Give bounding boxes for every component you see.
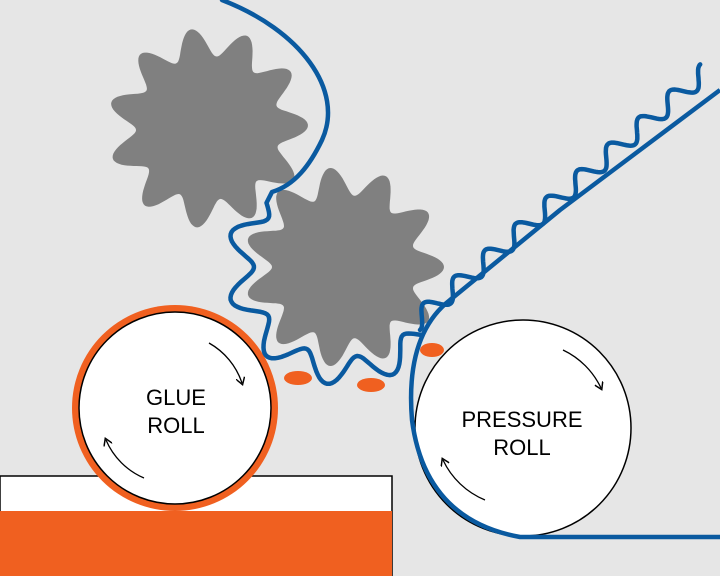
glue-bead: [284, 371, 312, 385]
pressure-roll-label-line2: ROLL: [493, 435, 550, 460]
glue-bead: [357, 378, 385, 392]
liner-web: [408, 88, 720, 540]
fluted-medium-on-liner: [417, 62, 703, 333]
glue-pan-adhesive: [0, 511, 392, 576]
lower-corrugating-roll: [247, 168, 444, 366]
pressure-roll-rotation-arrow-top: [562, 349, 601, 388]
glue-roll-rotation-arrow-bottom: [106, 440, 145, 479]
glue-roll-label-line2: ROLL: [147, 413, 204, 438]
upper-corrugating-roll: [111, 29, 308, 228]
glue-bead: [420, 343, 444, 357]
pressure-roll: PRESSURE ROLL: [414, 319, 632, 537]
glue-roll-body: [78, 311, 272, 505]
corrugated-medium: [219, 0, 424, 387]
glue-roll-label-line1: GLUE: [146, 385, 206, 410]
glue-roll: GLUE ROLL: [72, 305, 278, 511]
pressure-roll-label-line1: PRESSURE: [461, 407, 582, 432]
pressure-roll-rotation-arrow-bottom: [443, 460, 486, 501]
glue-roll-rotation-arrow-top: [208, 342, 242, 383]
